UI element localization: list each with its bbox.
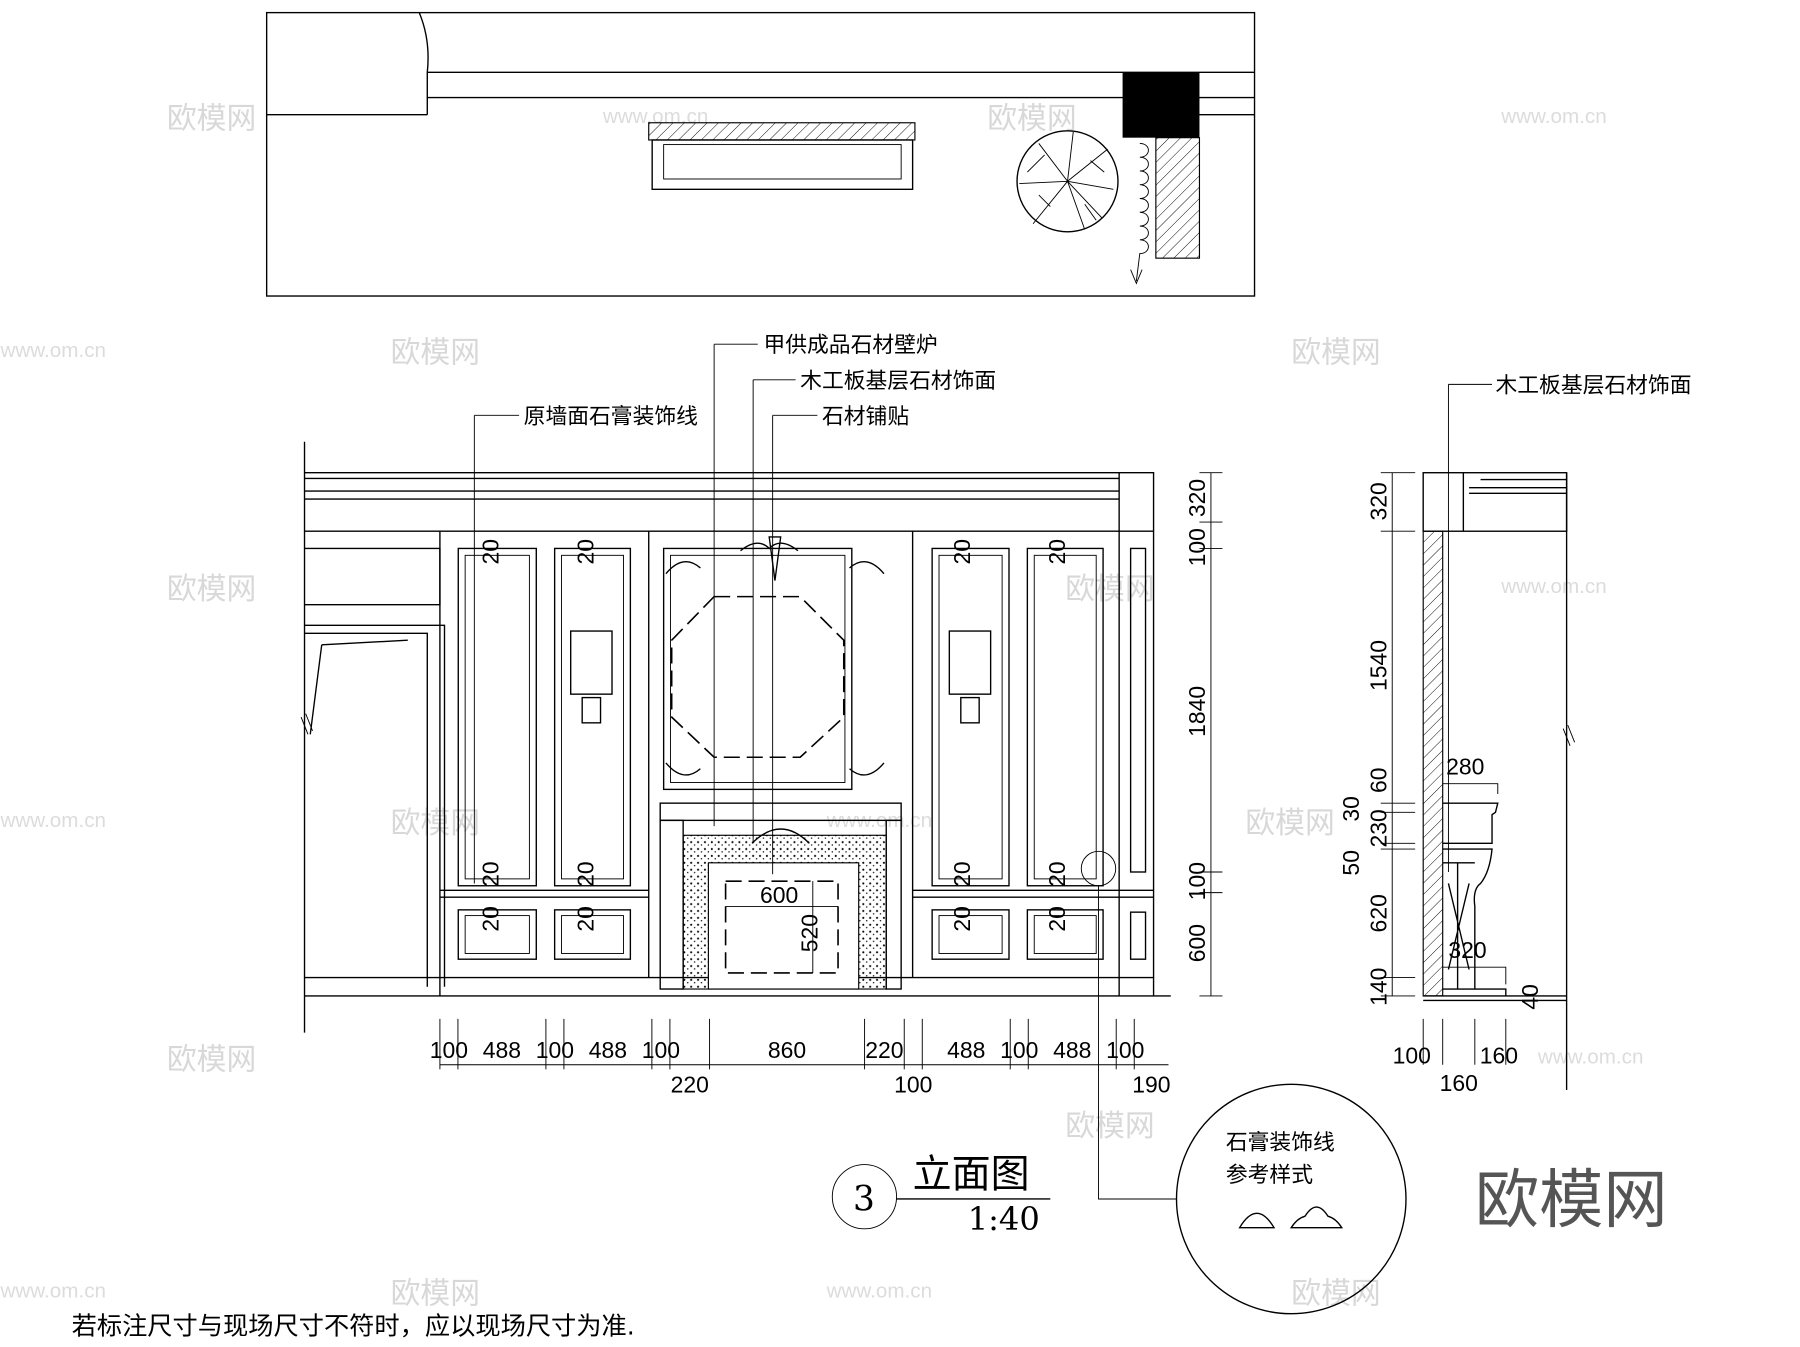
svg-text:20: 20 xyxy=(573,906,599,932)
svg-text:1:40: 1:40 xyxy=(968,1200,1040,1238)
svg-text:欧模网: 欧模网 xyxy=(167,102,256,137)
dim-label: 488 xyxy=(1053,1037,1091,1063)
dim-label: 100 xyxy=(430,1037,468,1063)
wall-panels xyxy=(457,547,1147,960)
svg-text:甲供成品石材壁炉: 甲供成品石材壁炉 xyxy=(763,333,937,358)
break-mark xyxy=(1562,724,1576,746)
drawing-title: 3 立面图 1:40 xyxy=(831,1153,1051,1238)
svg-text:20: 20 xyxy=(1044,861,1070,887)
dim-label: 60 xyxy=(1365,767,1391,793)
svg-text:www.om.cn: www.om.cn xyxy=(0,1280,106,1303)
watermarks: 欧模网 www.om.cn 欧模网 www.om.cn 欧模网 欧模网 www.… xyxy=(0,102,1643,1312)
dim-label: 320 xyxy=(1184,479,1210,517)
svg-text:欧模网: 欧模网 xyxy=(1065,1109,1154,1144)
svg-text:20: 20 xyxy=(477,861,503,887)
plant-icon xyxy=(1016,130,1119,233)
dim-label: 1540 xyxy=(1365,640,1391,691)
wall-sconce-icon xyxy=(570,630,992,724)
fireplace xyxy=(659,802,902,990)
dim-label: 600 xyxy=(1184,924,1210,962)
ornament-icon xyxy=(665,536,885,776)
svg-text:立面图: 立面图 xyxy=(913,1153,1030,1198)
svg-text:欧模网: 欧模网 xyxy=(391,336,480,371)
dim-label: 30 xyxy=(1338,796,1364,822)
svg-text:www.om.cn: www.om.cn xyxy=(0,339,106,362)
svg-text:欧模网: 欧模网 xyxy=(1291,336,1380,371)
dim-label: 190 xyxy=(1132,1071,1170,1097)
octagon-mirror xyxy=(670,595,845,759)
svg-text:石材铺贴: 石材铺贴 xyxy=(822,404,909,429)
svg-text:20: 20 xyxy=(573,861,599,887)
svg-text:参考样式: 参考样式 xyxy=(1226,1163,1313,1188)
svg-text:280: 280 xyxy=(1446,753,1484,779)
svg-text:20: 20 xyxy=(573,539,599,565)
svg-text:欧模网: 欧模网 xyxy=(1245,806,1334,841)
dim-label: 100 xyxy=(1000,1037,1038,1063)
note: 若标注尺寸与现场尺寸不符时，应以现场尺寸为准. xyxy=(72,1311,635,1340)
svg-text:100: 100 xyxy=(1393,1043,1431,1069)
dim-label: 50 xyxy=(1338,850,1364,876)
dim-label: 1840 xyxy=(1184,686,1210,737)
svg-text:石膏装饰线: 石膏装饰线 xyxy=(1226,1131,1335,1156)
svg-text:20: 20 xyxy=(949,861,975,887)
svg-text:www.om.cn: www.om.cn xyxy=(826,1280,933,1303)
svg-text:600: 600 xyxy=(760,882,798,908)
panel-gap-dims: 20 20 20 20 20 20 20 20 20 20 20 20 xyxy=(477,539,1070,932)
svg-text:木工板基层石材饰面: 木工板基层石材饰面 xyxy=(800,369,996,394)
break-mark xyxy=(300,713,313,735)
dim-label: 488 xyxy=(483,1037,521,1063)
dim-label: 100 xyxy=(1184,528,1210,566)
dim-label: 100 xyxy=(894,1071,932,1097)
svg-text:欧模网: 欧模网 xyxy=(1291,1276,1380,1311)
dim-label: 220 xyxy=(865,1037,903,1063)
detail-callout: 石膏装饰线 参考样式 xyxy=(1080,850,1407,1315)
dim-label: 860 xyxy=(768,1037,806,1063)
svg-text:160: 160 xyxy=(1480,1043,1518,1069)
svg-text:320: 320 xyxy=(1448,937,1486,963)
svg-text:3: 3 xyxy=(853,1179,875,1219)
dim-label: 140 xyxy=(1365,968,1391,1006)
svg-text:20: 20 xyxy=(477,539,503,565)
dim-label: 620 xyxy=(1365,894,1391,932)
svg-text:40: 40 xyxy=(1517,984,1543,1010)
svg-text:520: 520 xyxy=(796,914,822,952)
svg-text:欧模网: 欧模网 xyxy=(391,806,480,841)
svg-text:160: 160 xyxy=(1440,1070,1478,1096)
dim-label: 100 xyxy=(1106,1037,1144,1063)
svg-text:20: 20 xyxy=(477,906,503,932)
bottom-dimensions: 100 488 100 488 100 220 860 220 100 488 100 488 100 1… xyxy=(430,1018,1170,1097)
svg-text:欧模网: 欧模网 xyxy=(167,572,256,607)
spring-icon xyxy=(1130,142,1149,285)
dim-label: 220 xyxy=(671,1071,709,1097)
dim-label: 488 xyxy=(589,1037,627,1063)
svg-text:www.om.cn: www.om.cn xyxy=(1500,105,1607,128)
dim-label: 100 xyxy=(642,1037,680,1063)
svg-text:www.om.cn: www.om.cn xyxy=(0,809,106,832)
dim-label: 488 xyxy=(947,1037,985,1063)
svg-text:20: 20 xyxy=(949,539,975,565)
plan-view xyxy=(265,11,1256,297)
svg-text:www.om.cn: www.om.cn xyxy=(1500,575,1607,598)
dim-label: 320 xyxy=(1365,482,1391,520)
svg-text:欧模网: 欧模网 xyxy=(167,1042,256,1077)
svg-text:欧模网: 欧模网 xyxy=(391,1276,480,1311)
dim-label: 230 xyxy=(1365,809,1391,847)
right-dimensions: 320 100 1840 100 600 xyxy=(1184,479,1210,962)
dim-label: 100 xyxy=(1184,862,1210,900)
svg-text:20: 20 xyxy=(1044,539,1070,565)
svg-text:www.om.cn: www.om.cn xyxy=(602,105,709,128)
moulding-profile-icon xyxy=(1238,1206,1343,1229)
svg-text:www.om.cn: www.om.cn xyxy=(1537,1046,1644,1069)
column-block xyxy=(1122,72,1200,138)
main-elevation: 甲供成品石材壁炉 木工板基层石材饰面 石材铺贴 原墙面石膏装饰线 20 20 2… xyxy=(300,333,1223,1097)
svg-text:20: 20 xyxy=(1044,906,1070,932)
svg-text:20: 20 xyxy=(949,906,975,932)
svg-text:原墙面石膏装饰线: 原墙面石膏装饰线 xyxy=(524,404,698,429)
svg-text:欧模网: 欧模网 xyxy=(1065,572,1154,607)
dim-label: 100 xyxy=(536,1037,574,1063)
brand-watermark: 欧模网 xyxy=(1475,1163,1668,1238)
svg-text:木工板基层石材饰面: 木工板基层石材饰面 xyxy=(1495,373,1691,398)
